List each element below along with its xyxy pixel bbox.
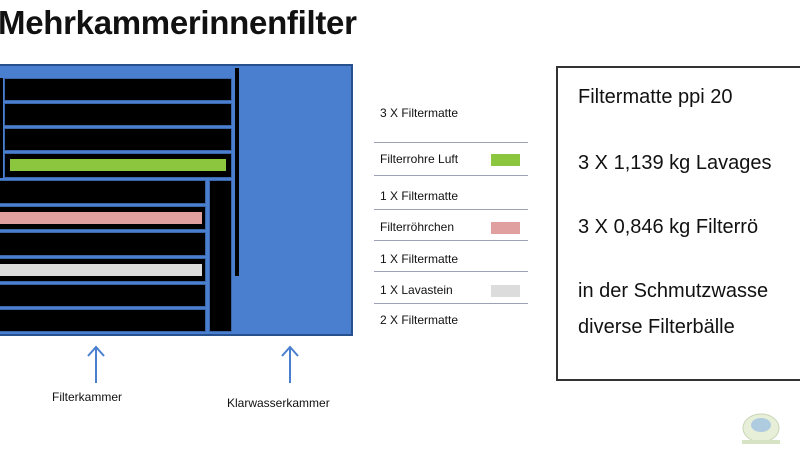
legend-item: 1 X Filtermatte — [374, 183, 528, 209]
legend-label: 1 X Filtermatte — [380, 189, 459, 203]
legend-separator — [374, 209, 528, 210]
filter-mat-layer — [0, 180, 206, 204]
arrow-up-icon — [87, 345, 105, 383]
legend-item: Filterröhrchen — [374, 214, 528, 240]
watermark-logo-icon — [742, 413, 780, 444]
chamber-divider-wall — [235, 68, 239, 276]
legend-label: Filterrohre Luft — [380, 152, 459, 166]
legend-label: 1 X Filtermatte — [380, 252, 459, 266]
filter-mat-layer — [4, 128, 232, 151]
info-line-filter-balls: diverse Filterbälle — [578, 316, 735, 338]
filter-chamber-label: Filterkammer — [52, 390, 123, 404]
legend-label: 1 X Lavastein — [380, 283, 453, 297]
page-title: Mehrkammerinnenfilter — [0, 4, 357, 41]
riser-channel — [209, 180, 232, 332]
clear-water-chamber-label: Klarwasserkammer — [227, 396, 330, 410]
filter-mat-layer — [4, 103, 232, 126]
left-edge-wall — [0, 78, 3, 178]
legend-separator — [374, 240, 528, 241]
legend-item: 1 X Lavastein — [374, 277, 528, 303]
lava-stone-stripe — [0, 264, 202, 276]
legend-item: 3 X Filtermatte — [374, 100, 528, 126]
legend-separator — [374, 142, 528, 143]
ceramic-tube-swatch — [491, 222, 520, 234]
air-tube-swatch — [491, 154, 520, 166]
info-box: Filtermatte ppi 20 3 X 1,139 kg Lavages … — [556, 66, 800, 381]
lava-stone-swatch — [491, 285, 520, 297]
info-line-lava: 3 X 1,139 kg Lavages — [578, 152, 772, 174]
legend-separator — [374, 303, 528, 304]
ceramic-tube-stripe — [0, 212, 202, 224]
filter-mat-layer — [0, 309, 206, 332]
legend-item: 1 X Filtermatte — [374, 246, 528, 272]
filter-mat-layer — [0, 284, 206, 307]
filter-tank — [0, 64, 353, 336]
legend-separator — [374, 271, 528, 272]
legend-separator — [374, 175, 528, 176]
info-line-filtermat: Filtermatte ppi 20 — [578, 86, 733, 108]
filter-mat-layer — [0, 232, 206, 256]
legend-label: Filterröhrchen — [380, 220, 455, 234]
info-line-ceramic: 3 X 0,846 kg Filterrö — [578, 216, 759, 238]
info-line-dirty-water: in der Schmutzwasse — [578, 280, 769, 302]
air-tube-stripe — [10, 159, 226, 171]
legend-item: Filterrohre Luft — [374, 146, 528, 172]
legend-label: 3 X Filtermatte — [380, 106, 459, 120]
arrow-up-icon — [281, 345, 299, 383]
legend-item: 2 X Filtermatte — [374, 307, 528, 333]
legend-label: 2 X Filtermatte — [380, 313, 459, 327]
filter-mat-layer — [4, 78, 232, 101]
